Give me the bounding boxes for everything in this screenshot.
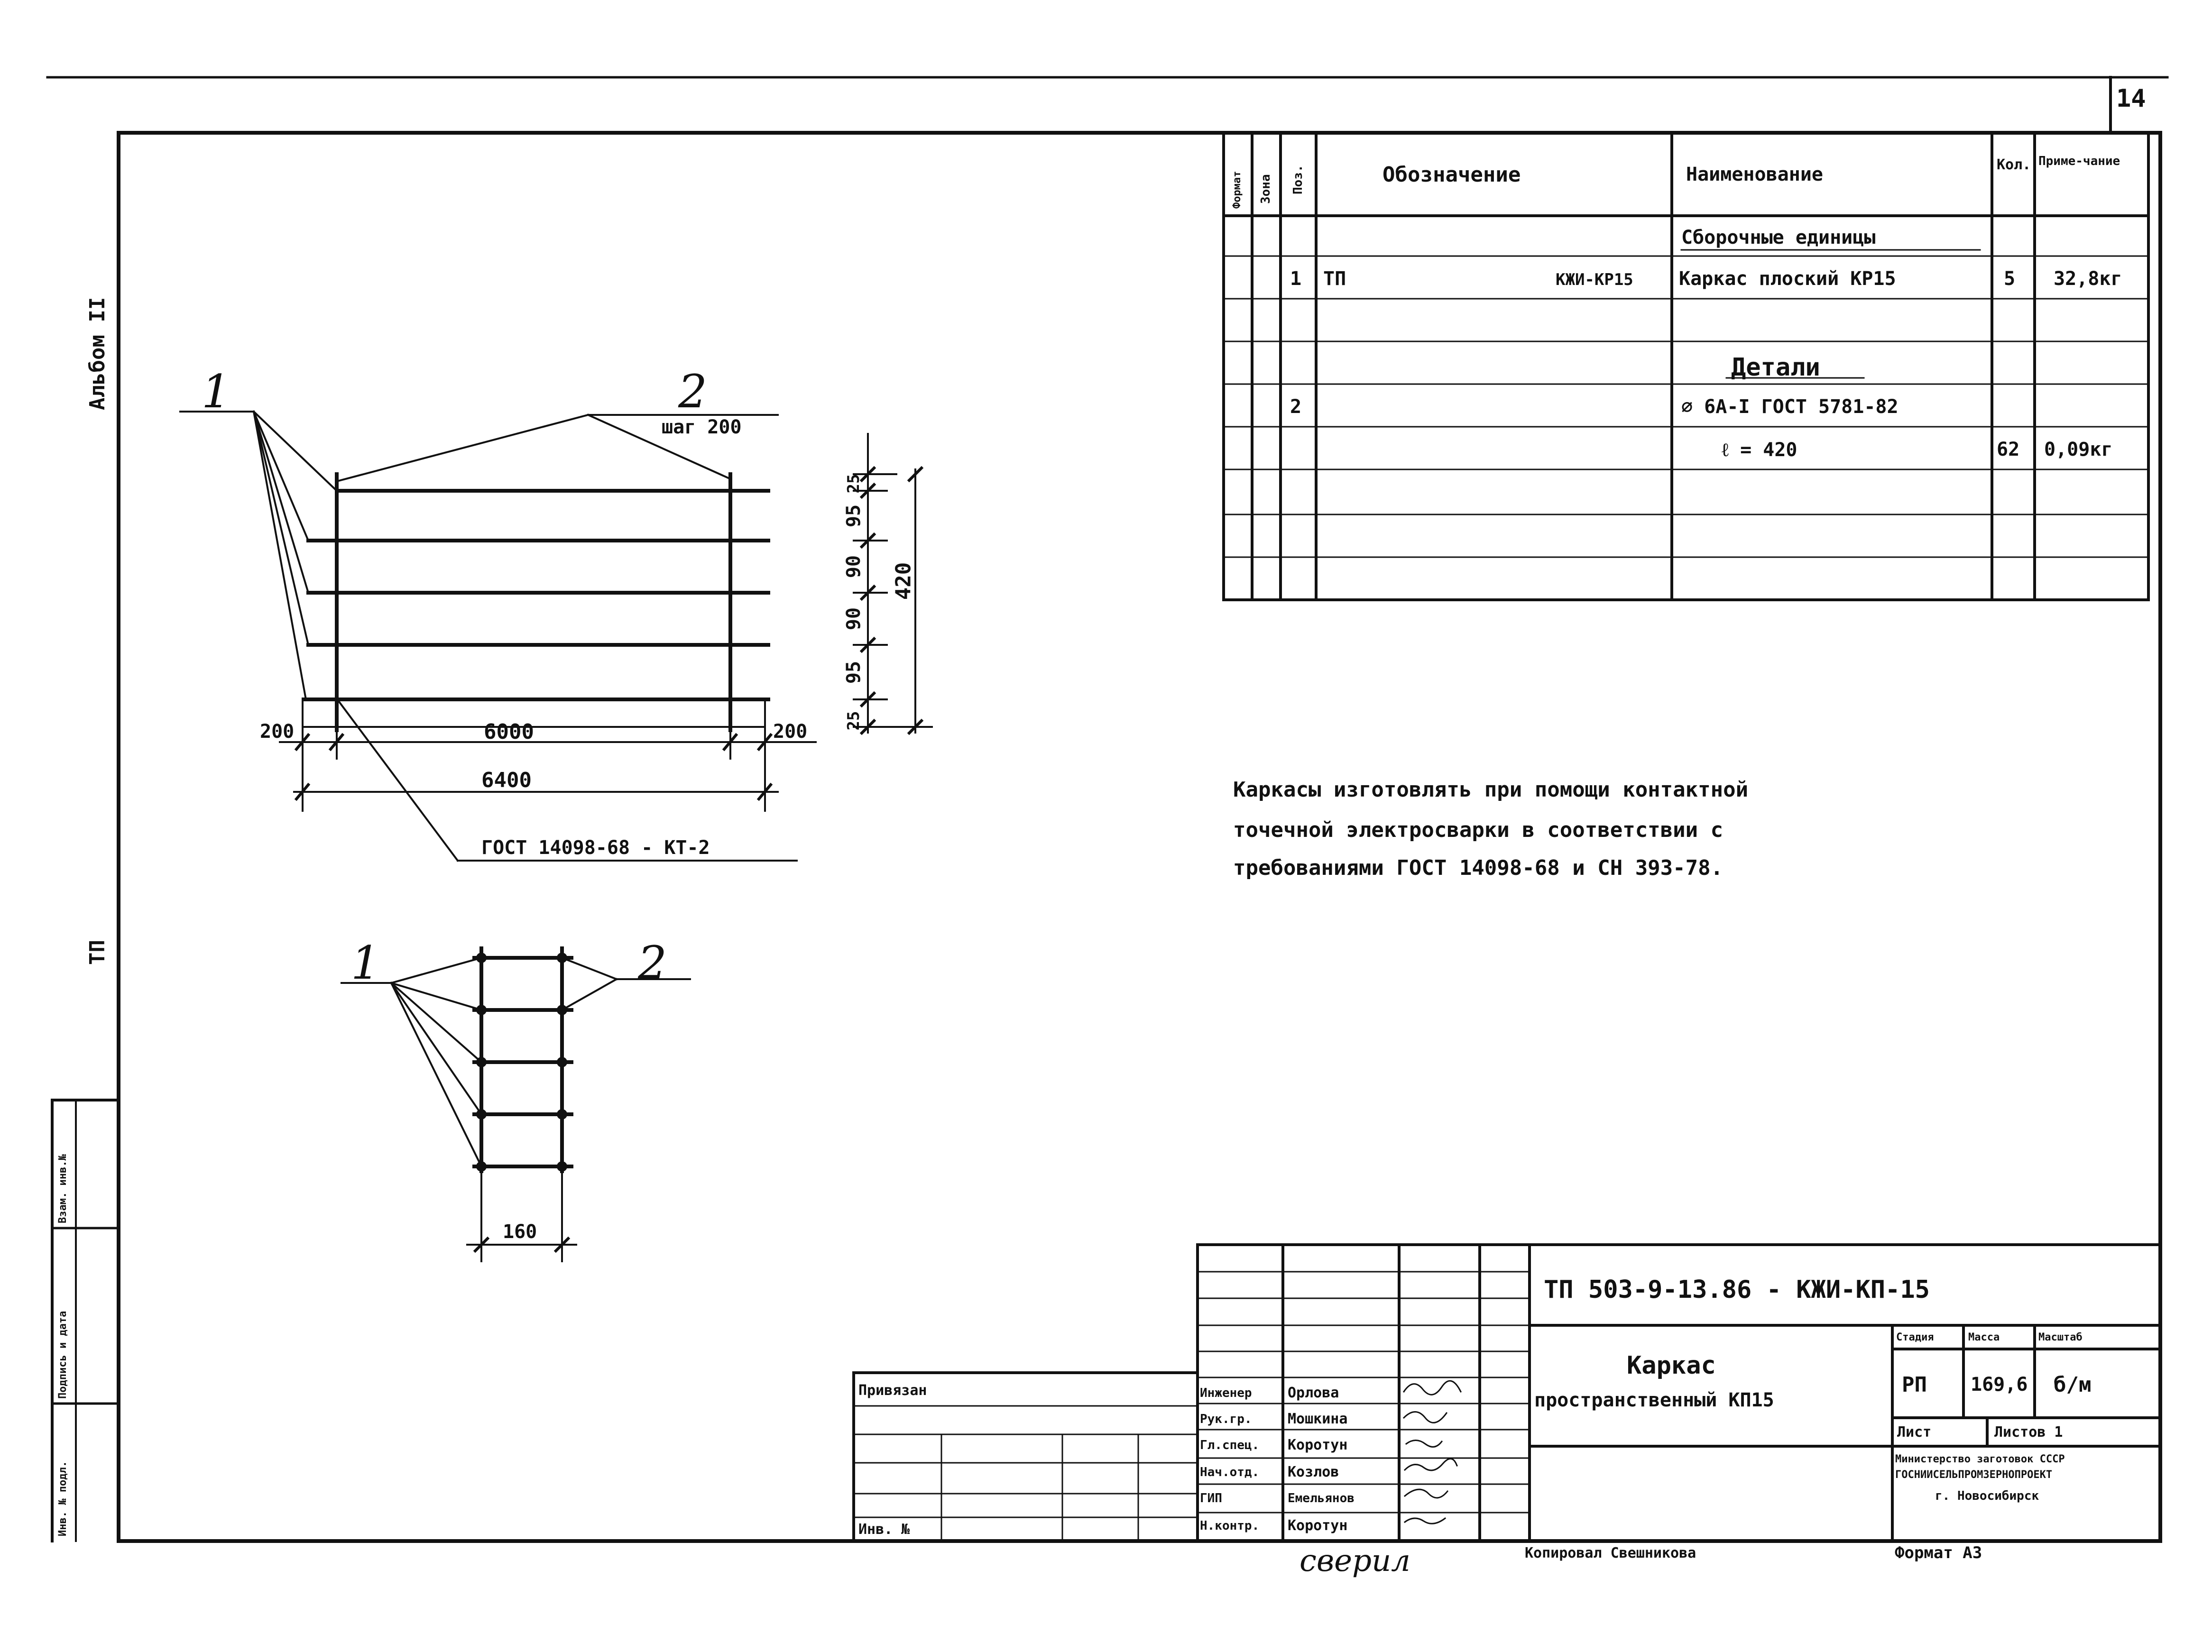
mass-value: 169,6 <box>1971 1374 2028 1395</box>
row1-pos: 1 <box>1290 268 1302 290</box>
header-note: Приме-чание <box>2038 154 2120 168</box>
dim-v-25-bottom: 25 <box>844 711 863 731</box>
row2-note: 0,09кг <box>2044 439 2113 460</box>
copied-by: Копировал Свешникова <box>1525 1545 1696 1561</box>
checked-handwritten: сверил <box>1300 1543 1410 1579</box>
title-line-2: пространственный КП15 <box>1534 1389 1774 1411</box>
header-designation: Обозначение <box>1382 163 1521 187</box>
role-2: Рук.гр. <box>1200 1412 1252 1426</box>
scale-value: б/м <box>2054 1373 2092 1397</box>
row2-name: ⌀ 6А-I ГОСТ 5781-82 <box>1681 396 1899 418</box>
row-section-assemblies: Сборочные единицы <box>1681 227 1876 248</box>
name-6: Коротун <box>1288 1517 1348 1534</box>
header-format: Формат <box>1231 171 1243 209</box>
note-line-3: требованиями ГОСТ 14098-68 и СН 393-78. <box>1233 856 1724 880</box>
header-zone: Зона <box>1259 174 1273 204</box>
dim-section-width: 160 <box>503 1221 537 1243</box>
name-1: Орлова <box>1288 1385 1339 1401</box>
dim-main: 6000 <box>484 720 534 744</box>
org-line-3: г. Новосибирск <box>1935 1489 2039 1503</box>
stamp-replaced-inv: Взам. инв.№ <box>57 1154 69 1223</box>
format-label: Формат А3 <box>1895 1543 1982 1562</box>
sheet-number: 14 <box>2116 84 2146 113</box>
dim-right: 200 <box>773 721 808 743</box>
dim-v-25-top: 25 <box>844 474 863 494</box>
sheets-label: Листов 1 <box>1994 1424 2063 1441</box>
dim-total: 6400 <box>481 768 532 792</box>
header-pos: Поз. <box>1291 165 1305 194</box>
section-leader-1: 1 <box>351 936 380 990</box>
scale-label: Масштаб <box>2038 1331 2083 1343</box>
note-line-2: точечной электросварки в соответствии с <box>1233 818 1724 842</box>
dim-v-95-top: 95 <box>843 504 865 528</box>
org-line-2: ГОСНИИСЕЛЬПРОМЗЕРНОПРОЕКТ <box>1895 1469 2053 1481</box>
doc-code: ТП 503-9-13.86 - КЖИ-КП-15 <box>1544 1276 1930 1304</box>
name-3: Коротун <box>1288 1437 1348 1453</box>
header-name: Наименование <box>1686 164 1823 185</box>
dim-v-90-b: 90 <box>843 607 865 631</box>
row1-des-a: ТП <box>1323 268 1346 290</box>
sheet-label: Лист <box>1897 1424 1932 1441</box>
name-5: Емельянов <box>1288 1491 1355 1505</box>
title-line-1: Каркас <box>1627 1351 1716 1380</box>
row1-note: 32,8кг <box>2054 268 2122 290</box>
row1-name: Каркас плоский КР15 <box>1679 268 1896 290</box>
stamp-sign-date: Подпись и дата <box>57 1311 69 1399</box>
dim-height: 420 <box>891 562 916 600</box>
dim-v-90-a: 90 <box>843 555 865 578</box>
inv-no-label: Инв. № <box>858 1521 910 1538</box>
role-1: Инженер <box>1200 1386 1252 1400</box>
stage-label: Стадия <box>1896 1331 1934 1343</box>
role-4: Нач.отд. <box>1200 1465 1260 1479</box>
section-leader-2: 2 <box>638 936 667 990</box>
role-6: Н.контр. <box>1200 1519 1260 1533</box>
stage-value: РП <box>1902 1373 1927 1397</box>
role-5: ГИП <box>1200 1491 1222 1505</box>
name-4: Козлов <box>1288 1464 1339 1480</box>
row2-pos: 2 <box>1290 396 1302 418</box>
weld-note: ГОСТ 14098-68 - КТ-2 <box>481 837 710 859</box>
elevation-leader-2: 2 <box>678 365 708 418</box>
row2-length: ℓ = 420 <box>1722 439 1797 461</box>
role-3: Гл.спец. <box>1200 1438 1260 1452</box>
step-note: шаг 200 <box>662 416 742 438</box>
row1-des-b: КЖИ-КР15 <box>1556 270 1633 289</box>
name-2: Мошкина <box>1288 1411 1348 1427</box>
row1-qty: 5 <box>2004 268 2016 290</box>
header-qty: Кол. <box>1997 156 2031 173</box>
note-line-1: Каркасы изготовлять при помощи контактно… <box>1233 778 1749 802</box>
stamp-inv-no: Инв. № подл. <box>57 1461 69 1536</box>
dim-left: 200 <box>260 721 295 743</box>
row-section-details: Детали <box>1731 353 1820 382</box>
elevation-leader-1: 1 <box>202 365 231 418</box>
dim-v-95-bottom: 95 <box>843 661 865 684</box>
privyazan-label: Привязан <box>858 1382 927 1399</box>
row2-qty: 62 <box>1997 439 2020 460</box>
series-label: ТП <box>85 940 110 965</box>
org-line-1: Министерство заготовок СССР <box>1895 1453 2065 1465</box>
mass-label: Масса <box>1968 1331 2000 1343</box>
album-label: Альбом II <box>85 297 110 410</box>
